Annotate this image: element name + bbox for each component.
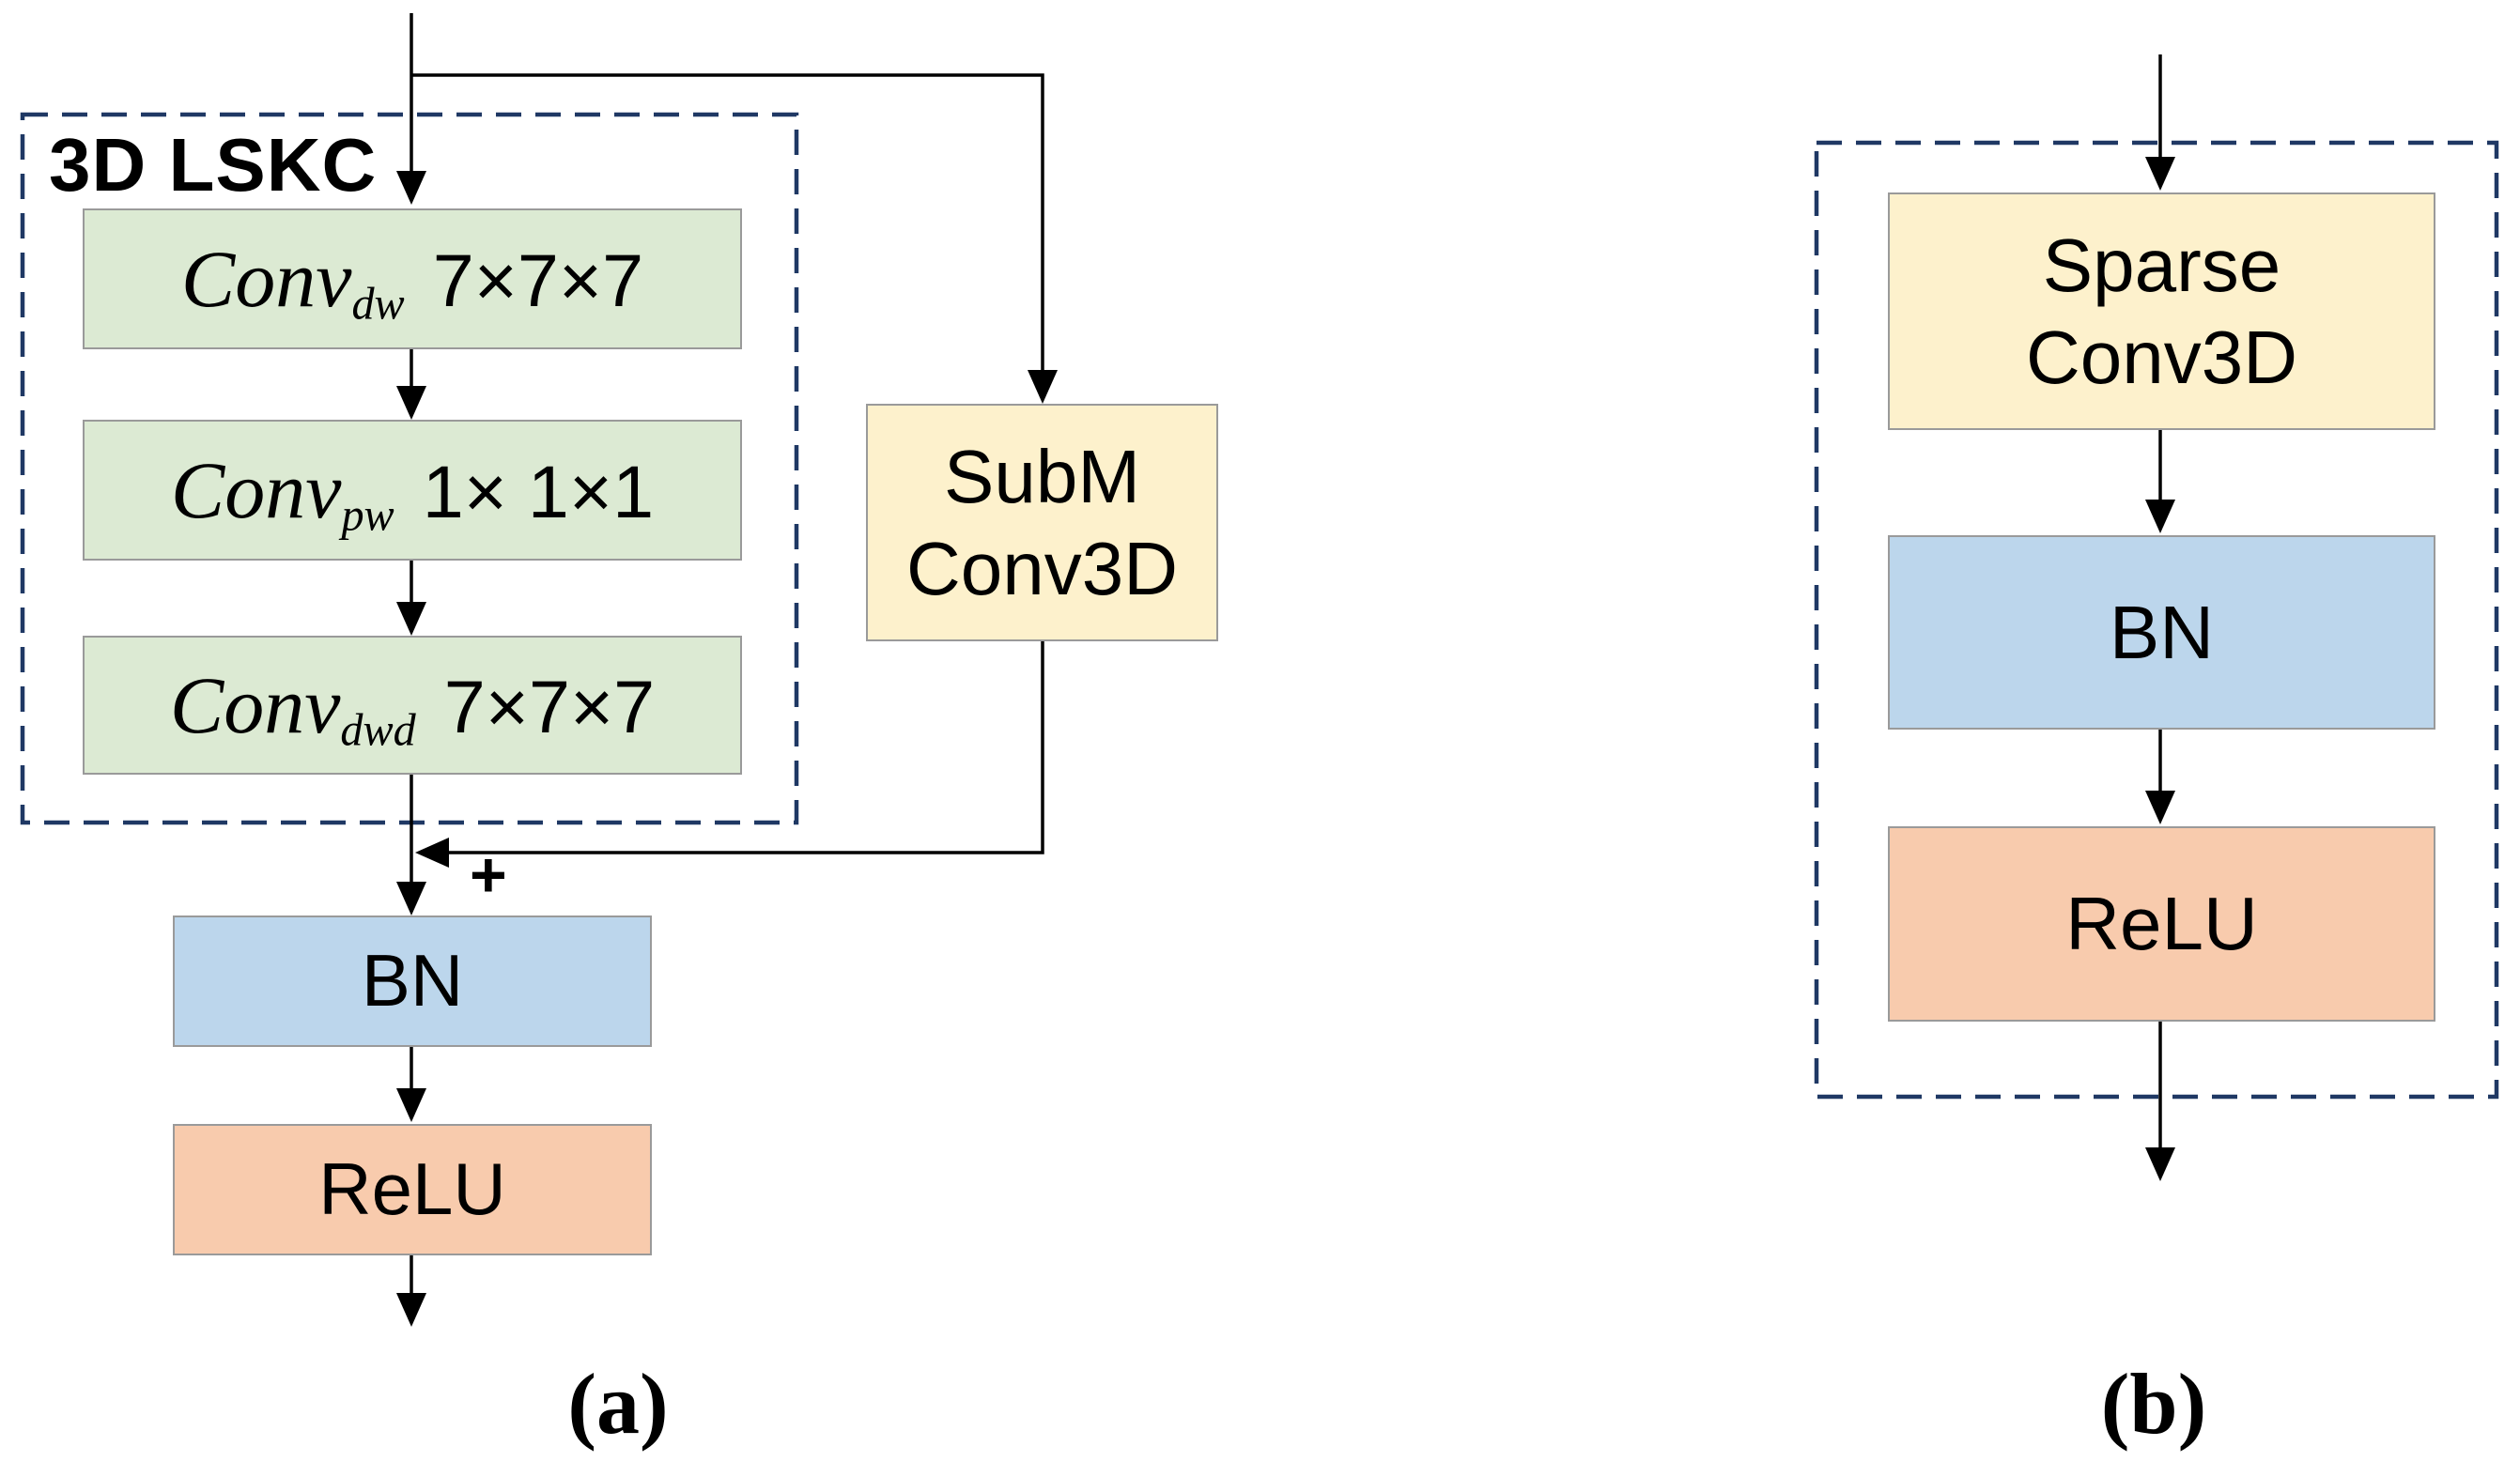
plus-merge-operator: +: [470, 839, 507, 911]
subm-conv3d-block: SubM Conv3D: [866, 404, 1218, 641]
relu-block-b: ReLU: [1888, 826, 2435, 1022]
panel-a-caption: (a): [567, 1356, 669, 1452]
arrowhead-icon: [415, 838, 449, 868]
bn-block-b: BN: [1888, 535, 2435, 730]
bn-block-a: BN: [173, 915, 652, 1047]
arrowhead-icon: [396, 1293, 426, 1327]
arrowhead-icon: [2145, 791, 2175, 824]
panel-b-arrows: [2145, 54, 2175, 1181]
arrowhead-icon: [396, 1088, 426, 1122]
arrowhead-icon: [2145, 1147, 2175, 1181]
arrowhead-icon: [2145, 500, 2175, 533]
arrowhead-icon: [396, 882, 426, 915]
lskc-group-label: 3D LSKC: [49, 123, 378, 207]
arrowhead-icon: [396, 602, 426, 636]
bn-label-b: BN: [2109, 590, 2215, 674]
subm-label-line2: Conv3D: [905, 526, 1179, 610]
skip-return-line: [449, 641, 1044, 854]
sparse-label-line2: Conv3D: [2025, 315, 2298, 399]
lskc-dashed-border: [20, 112, 799, 825]
arrowhead-icon: [1028, 370, 1058, 404]
arrowhead-icon: [396, 386, 426, 420]
sparse-label-line1: Sparse: [2042, 223, 2281, 307]
relu-label-a: ReLU: [318, 1147, 506, 1231]
arrowhead-icon: [396, 171, 426, 205]
subm-label-line1: SubM: [944, 434, 1140, 518]
sparse-conv3d-block: Sparse Conv3D: [1888, 192, 2435, 430]
relu-label-b: ReLU: [2065, 882, 2258, 966]
arrowhead-icon: [2145, 157, 2175, 191]
sparse-dashed-border: [1814, 140, 2499, 1100]
panel-b-caption: (b): [2100, 1356, 2207, 1452]
panel-a-arrows: [396, 13, 1058, 1327]
relu-block-a: ReLU: [173, 1124, 652, 1255]
skip-branch-line: [411, 73, 1044, 372]
bn-label-a: BN: [361, 939, 464, 1023]
